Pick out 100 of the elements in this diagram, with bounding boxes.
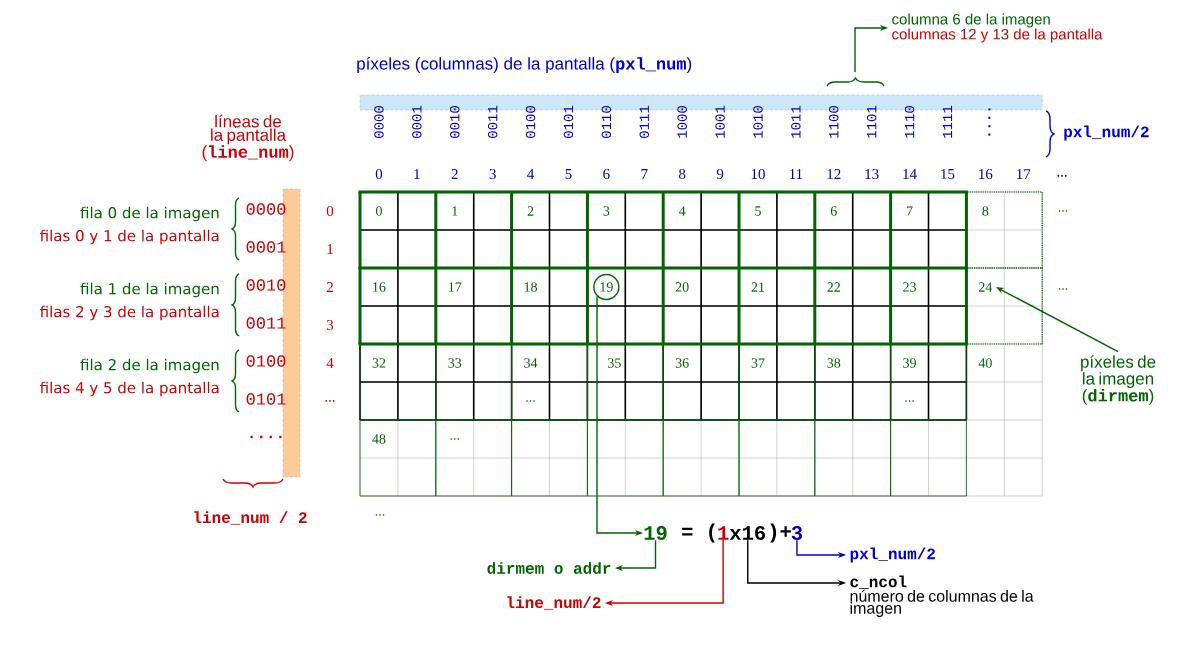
label-text: ... (375, 514, 385, 516)
label-text: 1011 (791, 105, 801, 138)
label-text: ... (526, 400, 535, 402)
label-text: 33 (448, 358, 462, 368)
label-text: 1 (452, 206, 458, 216)
label-text: 0110 (601, 106, 612, 138)
formula-term: 3 (791, 526, 803, 540)
label-text: 20 (675, 282, 689, 292)
formula-term: x16 (729, 526, 766, 540)
label-text: ... (1058, 288, 1068, 290)
label-text: 13 (865, 168, 879, 180)
label-text: 32 (372, 358, 386, 368)
label-text: 9 (716, 168, 724, 180)
label-text: 1 (414, 169, 420, 179)
label-text: 4 (678, 206, 686, 216)
callout-text: dirmem o addr (487, 562, 611, 574)
label-text: 22 (827, 282, 840, 292)
label-text: 21 (751, 282, 765, 292)
label-text: 36 (675, 358, 689, 368)
label-text: fila 0 de la imagen (80, 206, 219, 222)
label-text: 0101 (563, 105, 574, 138)
label-text: fila 2 de la imagen (80, 358, 219, 374)
label-text: 17 (1017, 169, 1031, 179)
label-text: 16 (979, 168, 993, 180)
label-text: 8 (678, 168, 686, 180)
label-text: píxeles (columnas) de la pantalla (pxl_num) (357, 56, 692, 73)
label-text: ... (450, 438, 460, 440)
label-text: ... (325, 400, 335, 402)
label-text: 0 (375, 168, 383, 180)
pixel-number: 24 (978, 282, 993, 292)
label-text: 0101 (246, 393, 286, 405)
label-text: 0100 (525, 106, 536, 138)
label-text: 0011 (246, 317, 286, 329)
label-text: line_num / 2 (194, 511, 307, 525)
label-text: 1100 (829, 106, 839, 138)
formula-term: 1 (718, 526, 729, 540)
label-text: 3 (603, 206, 610, 216)
label-text: ... (1057, 175, 1067, 177)
label-text: 0000 (374, 106, 384, 138)
label-text: 0100 (246, 355, 286, 367)
label-text: 1 (327, 244, 333, 254)
label-text: 3 (489, 168, 496, 180)
label-text: 14 (903, 169, 917, 179)
label-text: )+ (770, 523, 791, 543)
label-text: 38 (827, 358, 841, 368)
formula-term: 19 (644, 526, 667, 540)
label-text: 17 (449, 282, 462, 292)
label-text: = ( (682, 523, 715, 543)
label-text: 0001 (246, 241, 286, 253)
label-text: ... (905, 400, 914, 402)
label-text: 0 (376, 206, 382, 216)
label-text: 0000 (246, 203, 286, 215)
label-text: 48 (372, 434, 386, 444)
label-text: 4 (326, 358, 334, 368)
label-text: 6 (830, 206, 837, 216)
label-text: 8 (982, 206, 989, 216)
label-text: 18 (524, 282, 537, 292)
callout-text: pxl_num/2 (850, 547, 935, 563)
label-text: pxl_num/2 (1064, 125, 1149, 141)
label-text: 0001 (412, 105, 422, 138)
label-text: 1010 (753, 106, 763, 138)
circled-pixel-number: 19 (593, 273, 620, 301)
label-text: 0010 (246, 279, 286, 291)
label-text: 2 (326, 282, 333, 292)
label-text: 1000 (677, 106, 687, 138)
label-text: filas 4 y 5 de la pantalla (40, 381, 219, 397)
label-text: 39 (903, 358, 916, 368)
label-text: .... (250, 435, 282, 439)
label-text: 4 (527, 169, 535, 179)
label-text: filas 2 y 3 de la pantalla (40, 305, 219, 321)
label-text: líneas de la pantalla (line_num) (202, 114, 294, 162)
label-text: 0010 (450, 106, 460, 138)
label-text: 15 (941, 169, 955, 179)
label-text: filas 0 y 1 de la pantalla (40, 229, 219, 245)
label-text: 1001 (715, 105, 725, 138)
label-text: 7 (641, 169, 648, 179)
label-text: 35 (608, 358, 621, 368)
label-text: 11 (789, 169, 803, 179)
label-text: 10 (751, 168, 765, 180)
label-text: 40 (978, 358, 992, 368)
label-text: .... (988, 108, 991, 136)
label-text: 1110 (904, 106, 915, 138)
label-text: fila 1 de la imagen (80, 282, 219, 298)
callout-text: píxeles de la imagen (dirmem) (1081, 355, 1156, 405)
label-text: 16 (373, 282, 386, 292)
label-text: 0011 (487, 105, 498, 138)
label-text: 2 (451, 169, 458, 179)
callout-text: c_ncol número de columnas de la imagen (850, 575, 1034, 617)
label-text: 23 (903, 282, 916, 292)
label-text: 1111 (942, 105, 953, 138)
callout-text: columna 6 de la imagen columnas 12 y 13 de la pantalla (892, 13, 1103, 43)
label-text: 0111 (639, 105, 649, 138)
label-text: 0 (326, 205, 334, 217)
label-text: 2 (527, 206, 534, 216)
label-text: 7 (907, 206, 913, 216)
label-text: 5 (565, 169, 572, 179)
label-text: 37 (751, 358, 765, 368)
label-text: ... (1058, 210, 1068, 212)
callout-text: line_num/2 (507, 596, 601, 610)
label-text: 3 (326, 319, 334, 331)
